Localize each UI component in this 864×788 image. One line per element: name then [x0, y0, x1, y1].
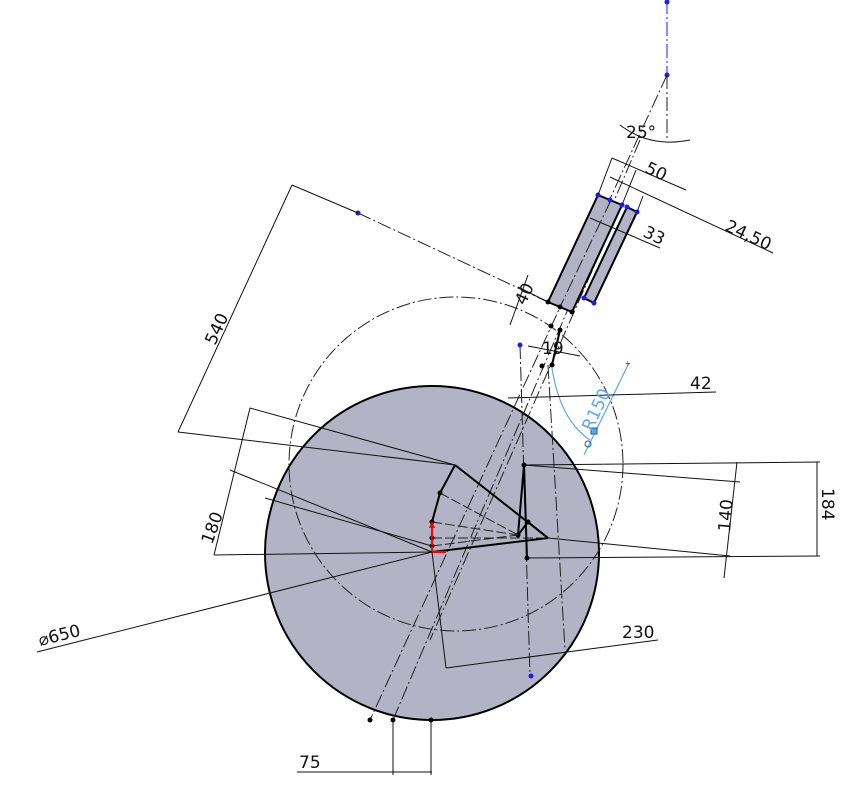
r150-arc[interactable] [551, 367, 591, 441]
r150-handle[interactable] [590, 427, 598, 435]
dim-184[interactable]: 184 [817, 488, 837, 520]
dimension-lines [36, 124, 821, 775]
dim-33[interactable]: 33 [640, 222, 668, 249]
slot-axis [559, 199, 612, 308]
dim-40[interactable]: 40 [511, 280, 538, 308]
centerline-540[interactable] [357, 212, 549, 303]
dim-42[interactable]: 42 [690, 374, 712, 394]
construction-lines [431, 492, 548, 547]
dim-230[interactable]: 230 [622, 623, 654, 643]
centerline-vert-2[interactable] [547, 364, 566, 651]
dim-180[interactable]: 180 [198, 509, 228, 546]
point[interactable] [517, 342, 523, 348]
dim-75[interactable]: 75 [299, 753, 321, 773]
centerline-slot-2[interactable] [429, 229, 611, 641]
dim-angle-25[interactable]: 25° [626, 123, 656, 143]
dim-140[interactable]: 140 [715, 498, 738, 532]
dim-540[interactable]: 540 [201, 310, 233, 348]
dim-24-50[interactable]: 24,50 [722, 216, 775, 255]
plus-marker: + [625, 359, 631, 370]
point[interactable] [528, 673, 534, 679]
dim-r150[interactable]: R150 [578, 386, 615, 435]
point[interactable] [664, 0, 670, 5]
link-short[interactable] [551, 329, 561, 366]
dim-19[interactable]: 19 [542, 339, 564, 359]
r150-leader[interactable] [583, 362, 630, 456]
r150-center-icon[interactable] [584, 440, 592, 448]
